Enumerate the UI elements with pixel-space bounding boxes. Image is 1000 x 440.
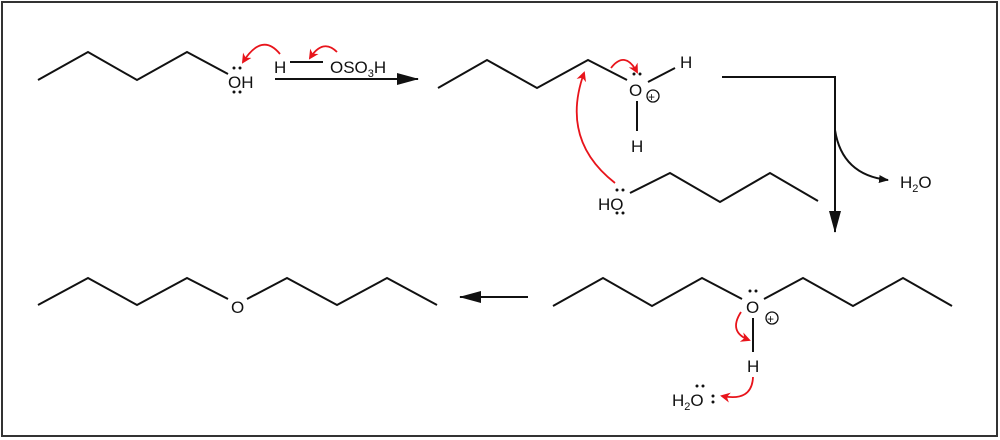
protonated-butanol: O + H H	[437, 53, 692, 156]
electron-arrow-bond-to-oxygen	[735, 311, 751, 342]
acid-formula: OSO3H	[330, 58, 386, 80]
ether-oxonium-oxygen: O	[746, 298, 759, 317]
ether-oxygen: O	[231, 298, 244, 317]
nucleophile-butanol: HO	[598, 171, 819, 215]
electron-arrow-bond-break	[308, 45, 338, 60]
svg-text:+: +	[648, 90, 655, 104]
water-base: H2O	[672, 384, 715, 413]
svg-text:+: +	[767, 312, 774, 326]
water-loss-arrow	[834, 129, 889, 183]
svg-text:H2O: H2O	[672, 391, 704, 413]
reaction-arrow-2	[722, 76, 841, 233]
acid-hydrogen: H	[274, 58, 286, 77]
positive-charge-icon	[765, 311, 779, 325]
sulfuric-acid: H OSO3H	[274, 58, 386, 80]
oxonium-h-top: H	[680, 53, 692, 72]
oxonium-h-bottom: H	[631, 137, 643, 156]
dibutyl-ether-product: O	[37, 276, 438, 317]
electron-arrow-sn2-attack	[575, 71, 616, 184]
protonated-ether: O + H	[552, 276, 953, 376]
butanol-molecule: OH	[37, 50, 254, 94]
electron-arrow-water-deprotonation	[720, 376, 754, 403]
electron-arrow-protonation	[241, 43, 281, 64]
electron-arrow-lone-pair	[610, 59, 638, 74]
nucleophile-label: HO	[598, 195, 624, 214]
hydroxyl-label: OH	[228, 73, 254, 92]
ether-oxonium-h: H	[747, 357, 759, 376]
water-byproduct: H2O	[900, 173, 932, 195]
positive-charge-icon	[646, 89, 660, 103]
oxonium-oxygen: O	[629, 81, 642, 100]
